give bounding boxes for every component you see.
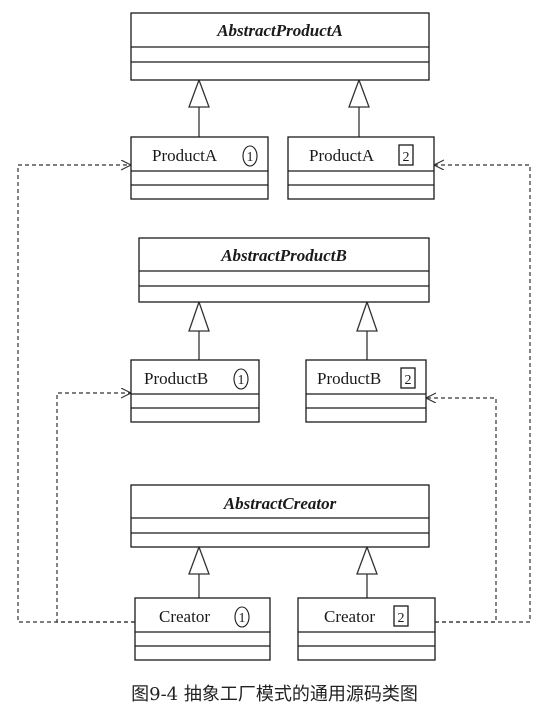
- badge-square: [400, 367, 416, 389]
- class-badge: 2: [405, 373, 412, 388]
- class-product-a1: ProductA 1: [130, 136, 269, 200]
- badge-circle: [234, 606, 250, 628]
- badge-square: [398, 144, 414, 166]
- class-badge: 2: [403, 150, 410, 165]
- class-name: AbstractProductA: [216, 21, 343, 40]
- inheritance-b1: [188, 300, 210, 360]
- class-name: Creator: [324, 607, 375, 626]
- class-product-b2: ProductB 2: [305, 359, 427, 423]
- class-badge: 2: [398, 611, 405, 626]
- class-name: ProductA: [309, 146, 375, 165]
- class-name: ProductA: [152, 146, 218, 165]
- dependency-creator1-productb1: [56, 393, 135, 623]
- inheritance-a2: [348, 78, 370, 137]
- figure-caption: 图9-4 抽象工厂模式的通用源码类图: [131, 684, 418, 705]
- dependency-creator2-producta2: [434, 165, 531, 623]
- inheritance-creator2: [356, 545, 378, 598]
- class-abstract-creator: AbstractCreator: [130, 484, 430, 548]
- class-name: ProductB: [144, 369, 208, 388]
- class-creator2: Creator 2: [297, 597, 436, 661]
- class-product-b1: ProductB 1: [130, 359, 260, 423]
- inheritance-b2: [356, 300, 378, 360]
- badge-square: [393, 605, 409, 627]
- class-badge: 1: [239, 611, 246, 626]
- class-name: ProductB: [317, 369, 381, 388]
- class-abstract-product-a: AbstractProductA: [130, 12, 430, 81]
- class-name: AbstractProductB: [220, 246, 347, 265]
- class-badge: 1: [247, 150, 254, 165]
- badge-circle: [233, 368, 249, 390]
- class-creator1: Creator 1: [134, 597, 271, 661]
- class-badge: 1: [238, 373, 245, 388]
- class-abstract-product-b: AbstractProductB: [138, 237, 430, 303]
- class-diagram: AbstractProductA ProductA 1 ProductA 2 A…: [17, 12, 531, 661]
- dependency-creator2-productb2: [426, 398, 497, 623]
- badge-circle: [242, 145, 258, 167]
- inheritance-a1: [188, 78, 210, 137]
- inheritance-creator1: [188, 545, 210, 598]
- class-product-a2: ProductA 2: [287, 136, 435, 200]
- class-name: AbstractCreator: [223, 494, 337, 513]
- class-name: Creator: [159, 607, 210, 626]
